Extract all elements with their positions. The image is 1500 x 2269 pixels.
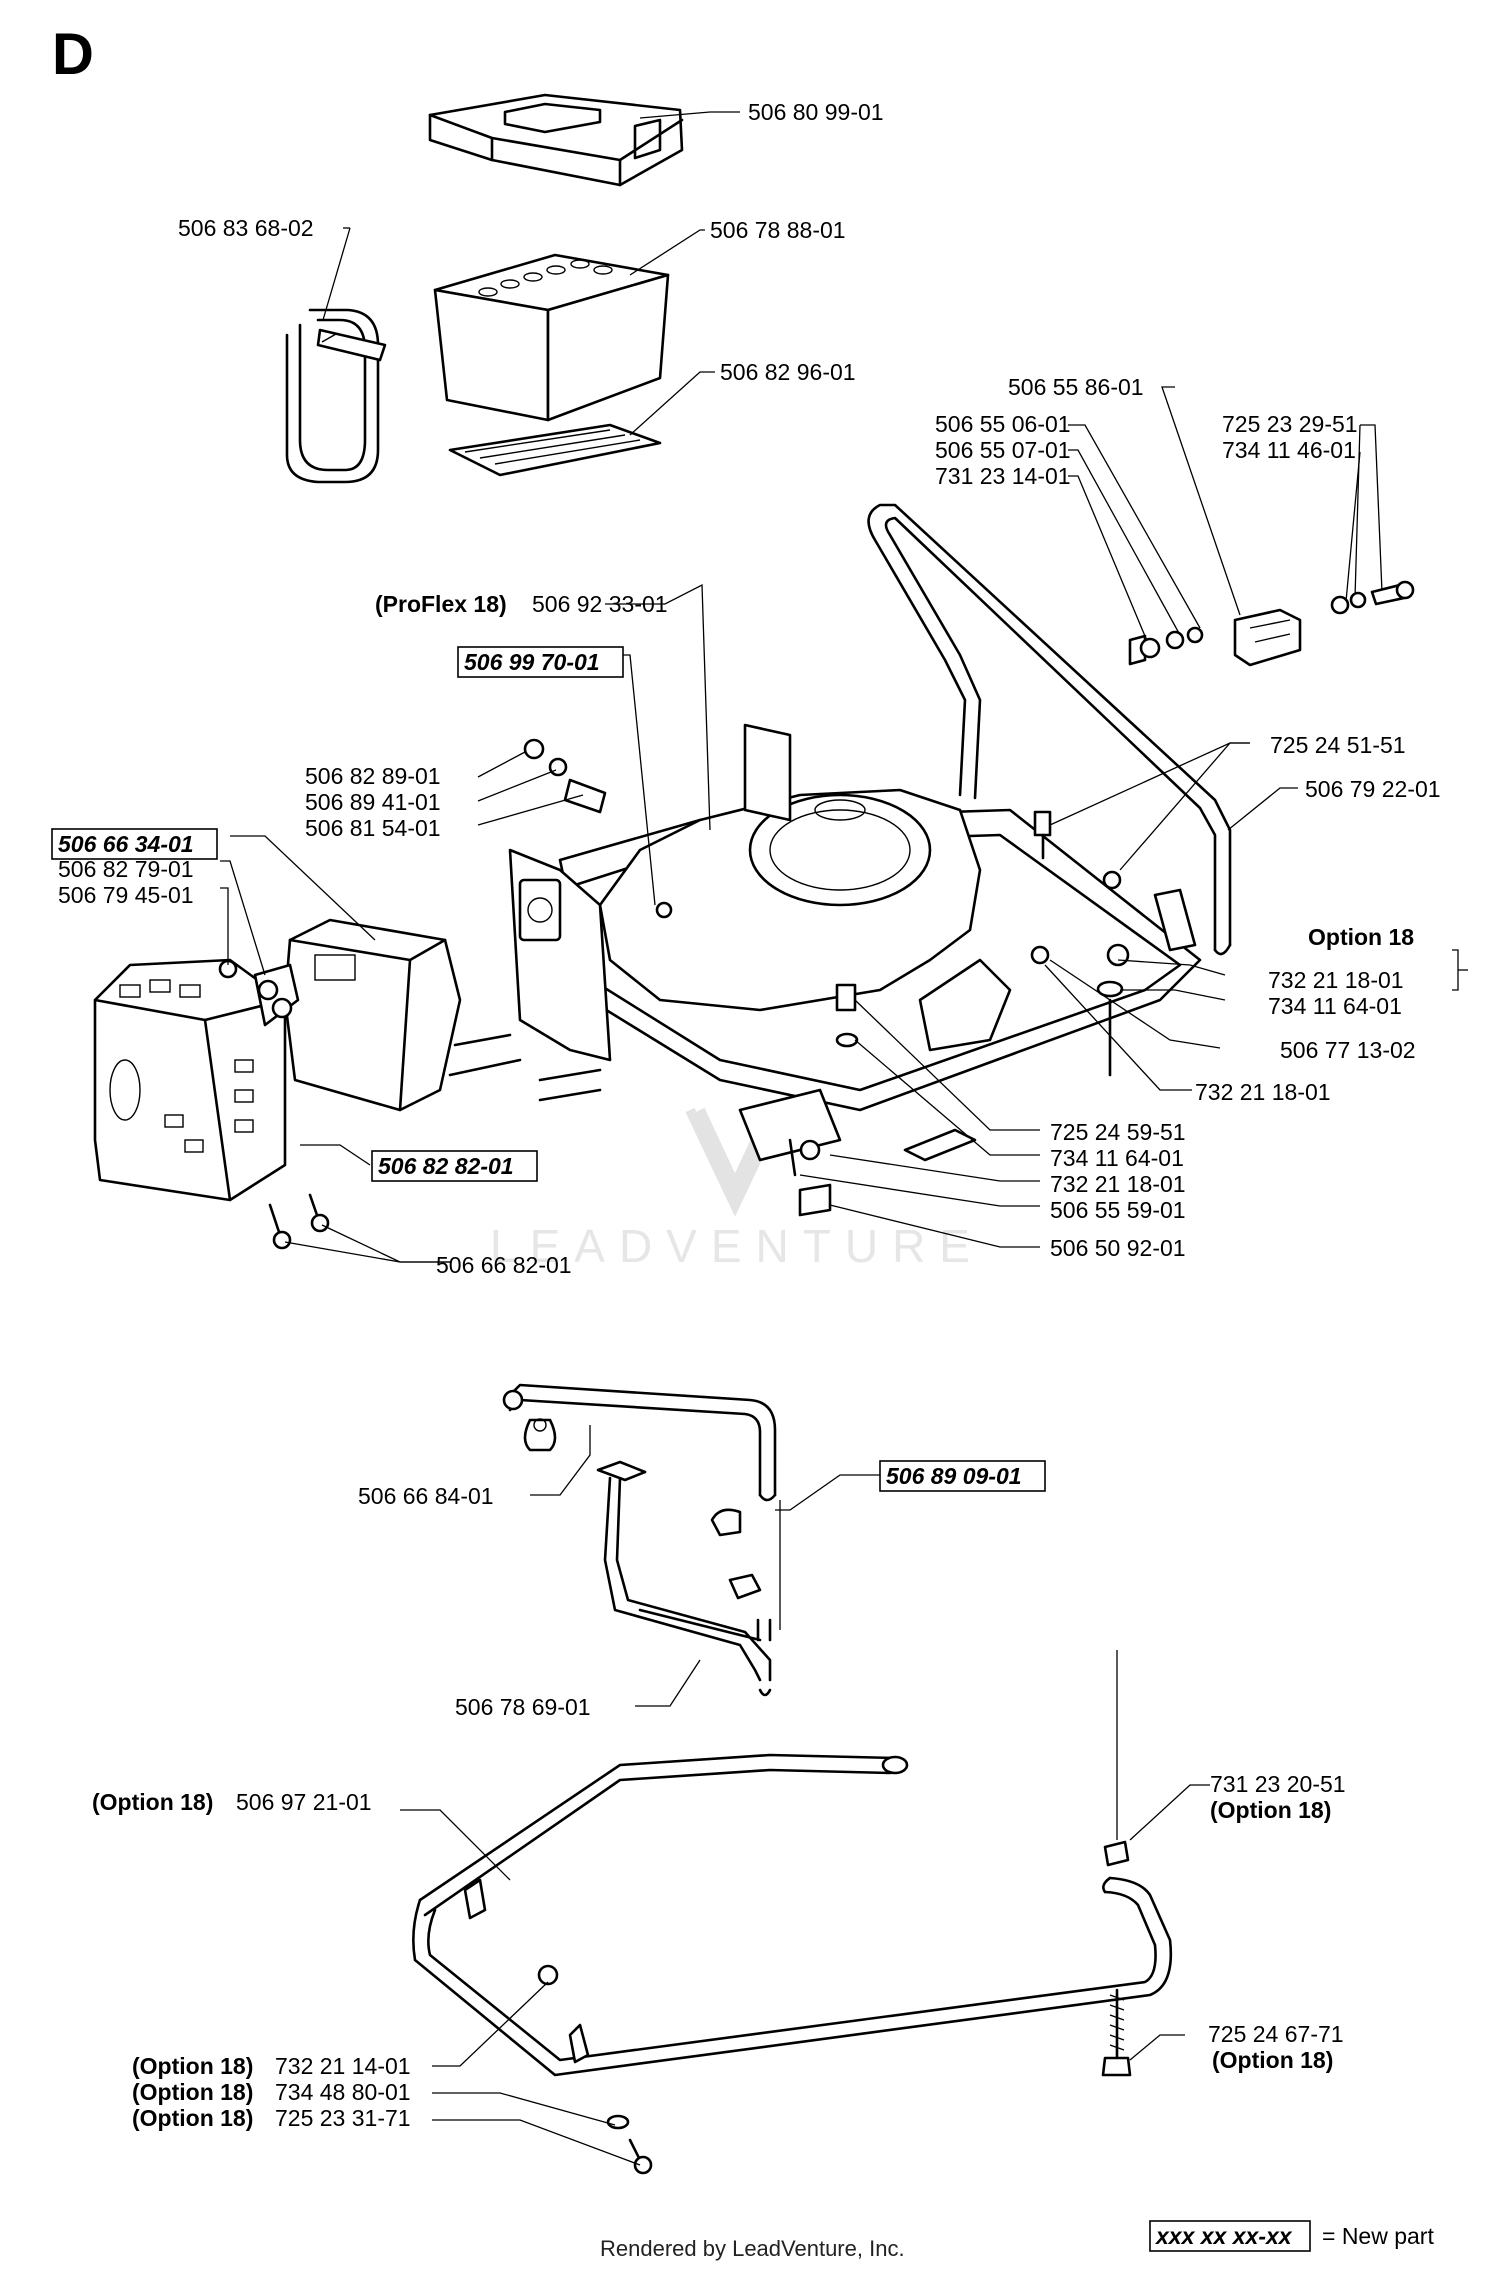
new-part-label: 506 89 09-01 xyxy=(886,1463,1022,1489)
part-label-prefix: (Option 18) xyxy=(132,2079,253,2105)
part-label: 506 55 06-01 xyxy=(935,411,1071,437)
footer-credit: Rendered by LeadVenture, Inc. xyxy=(600,2236,905,2261)
part-label: 506 97 21-01 xyxy=(236,1789,372,1815)
part-label: 731 23 14-01 xyxy=(935,463,1071,489)
muffler-assembly xyxy=(93,918,462,1202)
part-label: 506 66 82-01 xyxy=(436,1252,572,1278)
part-label: 725 24 67-71 xyxy=(1208,2021,1344,2047)
engine-and-frame xyxy=(448,723,1202,1162)
part-label: 506 78 69-01 xyxy=(455,1694,591,1720)
option-note: (Option 18) xyxy=(1210,1797,1331,1823)
battery-strap xyxy=(285,308,387,484)
part-label: 731 23 20-51 xyxy=(1210,1771,1346,1797)
part-label: 506 82 89-01 xyxy=(305,763,441,789)
throttle-bracket xyxy=(1128,580,1415,667)
part-label: 506 82 79-01 xyxy=(58,856,194,882)
lower-frame-hardware xyxy=(537,1650,1132,2175)
part-label: 725 23 29-51 xyxy=(1222,411,1358,437)
part-label: 506 89 41-01 xyxy=(305,789,441,815)
support-arm xyxy=(596,1460,772,1697)
leader-lines-middle xyxy=(220,583,1468,1263)
section-letter: D xyxy=(52,22,94,87)
lower-frame xyxy=(412,1753,1173,2077)
legend-text: = New part xyxy=(1322,2223,1434,2249)
part-label: 725 24 51-51 xyxy=(1270,732,1406,758)
new-part-label: 506 66 34-01 xyxy=(58,831,194,857)
part-label: 725 23 31-71 xyxy=(275,2105,411,2131)
part-label: 506 66 84-01 xyxy=(358,1483,494,1509)
part-label-prefix: (Option 18) xyxy=(132,2053,253,2079)
part-label: 732 21 18-01 xyxy=(1050,1171,1186,1197)
part-label: 506 50 92-01 xyxy=(1050,1235,1186,1261)
part-label: 506 78 88-01 xyxy=(710,217,846,243)
battery-mat xyxy=(448,423,662,477)
new-part-label: 506 82 82-01 xyxy=(378,1153,514,1179)
part-label: 506 79 22-01 xyxy=(1305,776,1441,802)
part-labels: 506 80 99-01 506 83 68-02 506 78 88-01 5… xyxy=(58,99,1441,2131)
legend-sample: xxx xx xx-xx xyxy=(1154,2223,1293,2249)
part-label: 506 55 07-01 xyxy=(935,437,1071,463)
part-label: 734 11 64-01 xyxy=(1268,993,1402,1019)
new-part-boxes xyxy=(51,646,1311,2252)
leader-lines-bottom xyxy=(400,1425,1210,2166)
part-label: 732 21 18-01 xyxy=(1195,1079,1331,1105)
watermark: LEADVENTURE xyxy=(490,1220,984,1272)
part-label-prefix: (Option 18) xyxy=(132,2105,253,2131)
part-label: 732 21 18-01 xyxy=(1268,967,1404,993)
part-label: 506 77 13-02 xyxy=(1280,1037,1416,1063)
part-label: 506 79 45-01 xyxy=(58,882,194,908)
rod-clip xyxy=(523,1418,742,1537)
new-part-label: 506 99 70-01 xyxy=(464,649,600,675)
battery xyxy=(433,253,670,422)
part-label: 506 55 59-01 xyxy=(1050,1197,1186,1223)
option-note: (Option 18) xyxy=(1212,2047,1333,2073)
muffler-bolts xyxy=(268,1193,330,1250)
part-label: 725 24 59-51 xyxy=(1050,1119,1186,1145)
new-part-legend: xxx xx xx-xx = New part xyxy=(1154,2223,1434,2249)
part-label: 734 48 80-01 xyxy=(275,2079,411,2105)
part-label: 506 92 33-01 xyxy=(532,591,668,617)
handle-bar xyxy=(867,503,1232,956)
bracket-rod xyxy=(502,1383,777,1502)
part-label-prefix: (Option 18) xyxy=(92,1789,213,1815)
part-label: 506 81 54-01 xyxy=(305,815,441,841)
engine-hardware xyxy=(523,738,1130,1217)
part-label: 732 21 14-01 xyxy=(275,2053,411,2079)
battery-cover xyxy=(428,93,684,187)
option-label: Option 18 xyxy=(1308,924,1414,950)
part-label: 506 80 99-01 xyxy=(748,99,884,125)
leader-lines-top xyxy=(322,111,1383,649)
part-label: 734 11 64-01 xyxy=(1050,1145,1184,1171)
part-label: 506 55 86-01 xyxy=(1008,374,1144,400)
part-label: 506 82 96-01 xyxy=(720,359,856,385)
part-label: 734 11 46-01 xyxy=(1222,437,1356,463)
part-label: 506 83 68-02 xyxy=(178,215,314,241)
part-label-prefix: (ProFlex 18) xyxy=(375,591,507,617)
